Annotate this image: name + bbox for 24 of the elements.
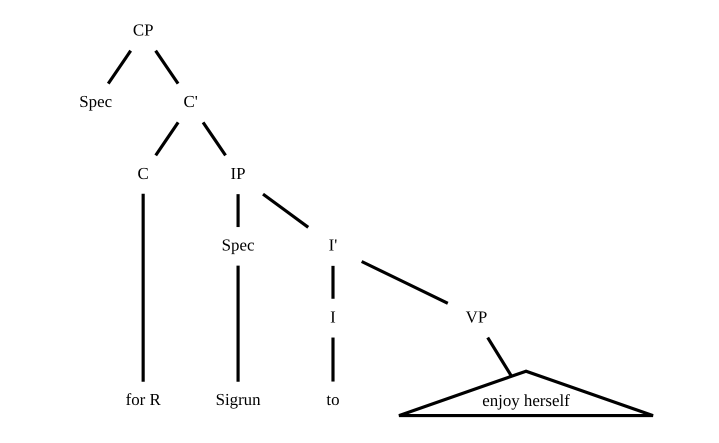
node-text: Sigrun xyxy=(215,390,260,409)
node-text: C xyxy=(137,164,148,183)
connector xyxy=(330,338,334,382)
connector xyxy=(330,266,334,299)
node-text: I' xyxy=(328,236,337,255)
connector xyxy=(154,122,179,156)
connector xyxy=(106,50,132,85)
connector xyxy=(262,192,309,229)
connector xyxy=(141,194,144,382)
connector xyxy=(236,194,240,228)
node-text: I xyxy=(330,307,336,326)
node-text: to xyxy=(326,390,340,409)
node-text: VP xyxy=(465,307,487,326)
node-text: Spec xyxy=(221,236,254,255)
node-text: Spec xyxy=(78,92,112,112)
connector xyxy=(154,50,179,85)
connector xyxy=(236,266,240,382)
connector xyxy=(486,336,512,377)
node-text: CP xyxy=(132,20,153,40)
node-text: C' xyxy=(182,92,198,112)
connector xyxy=(360,260,448,305)
node-text: IP xyxy=(230,164,246,183)
node-text: for R xyxy=(125,390,160,409)
connector xyxy=(201,122,226,156)
